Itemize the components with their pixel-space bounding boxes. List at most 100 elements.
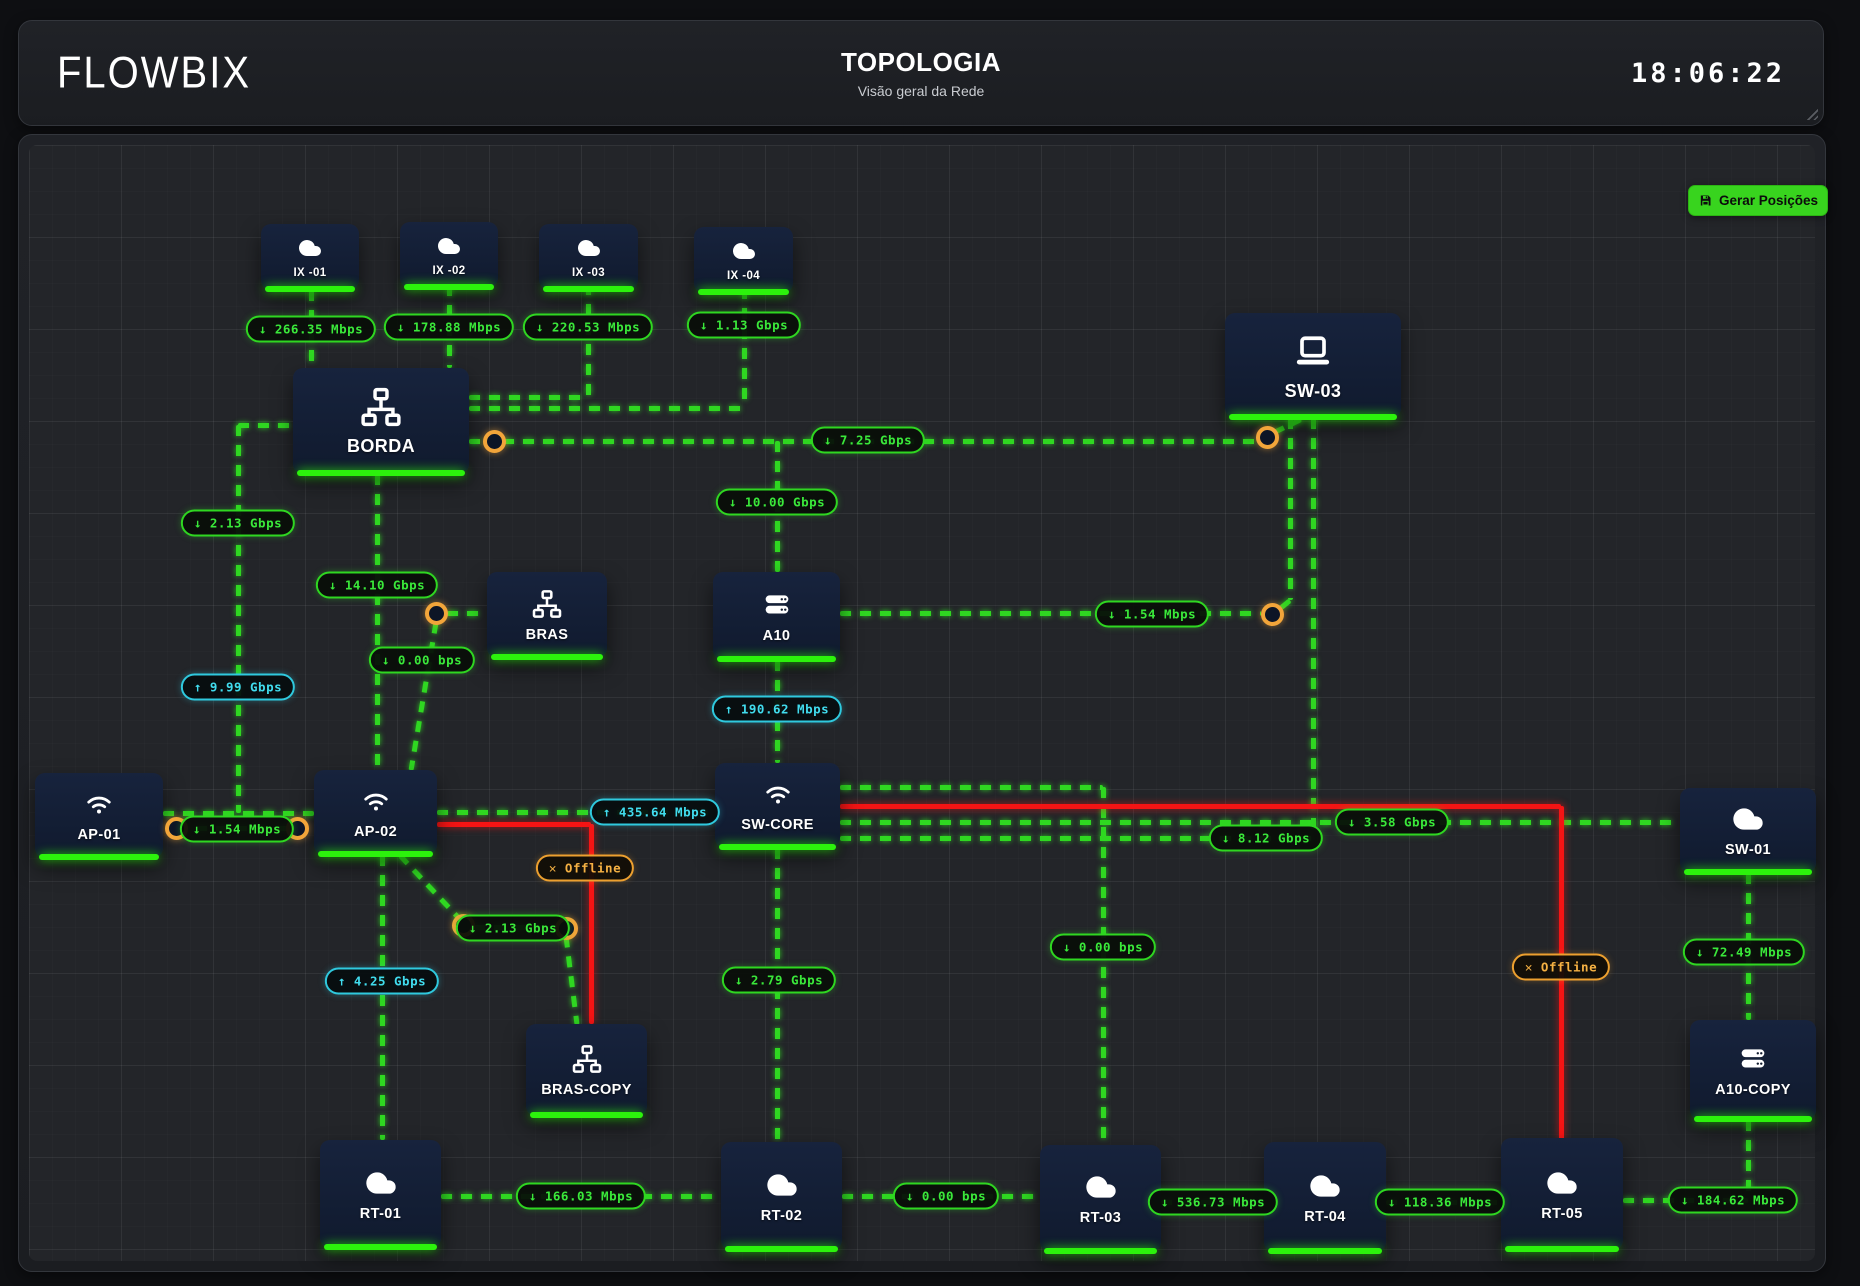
topology-canvas bbox=[18, 134, 1826, 1272]
generate-positions-button[interactable]: Gerar Posições bbox=[1688, 185, 1828, 216]
node-label: A10-COPY bbox=[1715, 1081, 1791, 1098]
node-label: IX -02 bbox=[432, 264, 466, 277]
node-label: AP-01 bbox=[77, 827, 121, 843]
link-line bbox=[235, 425, 241, 813]
node-rt-03[interactable]: RT-03 bbox=[1040, 1145, 1161, 1254]
node-label: BRAS bbox=[525, 626, 569, 643]
link-label-download: ↓ 3.58 Gbps bbox=[1334, 808, 1450, 836]
link-label-upload: ↑ 190.62 Mbps bbox=[711, 695, 843, 723]
connector-ring bbox=[1260, 602, 1284, 626]
laptop-icon bbox=[1291, 330, 1335, 374]
link-line bbox=[163, 810, 314, 816]
cloud-icon bbox=[1546, 1167, 1578, 1199]
save-icon bbox=[1698, 193, 1713, 208]
node-rt-01[interactable]: RT-01 bbox=[320, 1140, 441, 1250]
link-label-download: ↓ 0.00 bps bbox=[1049, 933, 1157, 961]
link-label-download: ↓ 2.13 Gbps bbox=[455, 914, 571, 942]
link-label-download: ↓ 1.13 Gbps bbox=[686, 311, 802, 339]
wifi-icon bbox=[360, 785, 392, 817]
node-label: BRAS-COPY bbox=[541, 1081, 632, 1098]
node-label: SW-CORE bbox=[741, 817, 814, 833]
connector-ring bbox=[424, 601, 448, 625]
sitemap-icon bbox=[359, 385, 403, 429]
link-line bbox=[1100, 787, 1106, 1145]
link-line-offline bbox=[437, 821, 591, 827]
node-sw-01[interactable]: SW-01 bbox=[1680, 788, 1816, 875]
link-line bbox=[469, 405, 744, 411]
node-label: RT-03 bbox=[1079, 1210, 1122, 1226]
node-sw-03[interactable]: SW-03 bbox=[1225, 313, 1401, 420]
node-rt-05[interactable]: RT-05 bbox=[1501, 1138, 1623, 1252]
link-label-download: ↓ 220.53 Mbps bbox=[522, 313, 654, 341]
link-line-offline bbox=[588, 824, 594, 1024]
link-line bbox=[238, 422, 293, 428]
link-line bbox=[1310, 418, 1316, 838]
cloud-icon bbox=[437, 234, 461, 258]
link-line bbox=[563, 935, 580, 1025]
cloud-icon bbox=[577, 236, 601, 260]
node-label: IX -04 bbox=[726, 269, 761, 282]
sitemap-icon bbox=[571, 1043, 603, 1075]
link-label-download: ↓ 1.54 Mbps bbox=[1094, 600, 1210, 628]
cloud-icon bbox=[365, 1167, 397, 1199]
node-label: SW-01 bbox=[1724, 842, 1772, 858]
link-line bbox=[469, 394, 588, 400]
app-logo: FLOWBIX bbox=[57, 47, 252, 98]
link-line bbox=[741, 288, 747, 408]
link-label-offline: ✕ Offline bbox=[535, 854, 635, 882]
link-line bbox=[408, 621, 439, 771]
node-ix-01[interactable]: IX -01 bbox=[261, 224, 359, 292]
link-line bbox=[437, 809, 715, 815]
link-label-offline: ✕ Offline bbox=[1511, 953, 1611, 981]
node-bras-copy[interactable]: BRAS-COPY bbox=[526, 1024, 647, 1118]
wifi-icon bbox=[762, 778, 794, 810]
link-label-download: ↓ 10.00 Gbps bbox=[715, 488, 839, 516]
link-label-download: ↓ 0.00 bps bbox=[892, 1182, 1000, 1210]
node-ix-04[interactable]: IX -04 bbox=[694, 227, 793, 295]
node-label: RT-02 bbox=[760, 1207, 803, 1224]
link-label-download: ↓ 536.73 Mbps bbox=[1147, 1188, 1279, 1216]
connector-ring bbox=[1255, 425, 1279, 449]
link-label-download: ↓ 266.35 Mbps bbox=[245, 315, 377, 343]
node-ix-02[interactable]: IX -02 bbox=[400, 222, 498, 290]
link-label-download: ↓ 7.25 Gbps bbox=[810, 426, 926, 454]
node-rt-02[interactable]: RT-02 bbox=[721, 1142, 842, 1252]
node-a10[interactable]: A10 bbox=[713, 572, 840, 662]
cloud-icon bbox=[1085, 1171, 1117, 1203]
node-ap-01[interactable]: AP-01 bbox=[35, 773, 163, 860]
clock: 18:06:22 bbox=[1630, 57, 1785, 89]
node-label: SW-03 bbox=[1284, 380, 1342, 401]
cloud-icon bbox=[1309, 1170, 1341, 1202]
node-ix-03[interactable]: IX -03 bbox=[539, 224, 638, 292]
node-label: IX -01 bbox=[293, 266, 327, 279]
link-line bbox=[1287, 418, 1293, 600]
link-label-upload: ↑ 9.99 Gbps bbox=[180, 673, 296, 701]
link-label-download: ↓ 14.10 Gbps bbox=[315, 571, 439, 599]
cloud-icon bbox=[732, 239, 756, 263]
header-bar: FLOWBIX TOPOLOGIA Visão geral da Rede 18… bbox=[18, 20, 1824, 126]
sitemap-icon bbox=[531, 588, 563, 620]
page-title: TOPOLOGIA bbox=[840, 47, 1002, 77]
cloud-icon bbox=[766, 1169, 798, 1201]
node-rt-04[interactable]: RT-04 bbox=[1264, 1142, 1386, 1254]
link-line-offline bbox=[840, 803, 1561, 809]
node-label: AP-02 bbox=[353, 824, 398, 840]
link-label-download: ↓ 178.88 Mbps bbox=[383, 313, 515, 341]
link-line bbox=[840, 784, 1103, 790]
cloud-icon bbox=[298, 236, 322, 260]
link-label-download: ↓ 72.49 Mbps bbox=[1682, 938, 1806, 966]
node-borda[interactable]: BORDA bbox=[293, 368, 469, 476]
link-line bbox=[840, 835, 1313, 841]
link-label-download: ↓ 118.36 Mbps bbox=[1374, 1188, 1506, 1216]
link-label-download: ↓ 2.13 Gbps bbox=[180, 509, 296, 537]
server-icon bbox=[1737, 1043, 1769, 1075]
node-ap-02[interactable]: AP-02 bbox=[314, 770, 437, 857]
node-bras[interactable]: BRAS bbox=[487, 572, 607, 660]
link-label-download: ↓ 8.12 Gbps bbox=[1208, 824, 1324, 852]
node-label: RT-04 bbox=[1304, 1208, 1346, 1225]
node-sw-core[interactable]: SW-CORE bbox=[715, 763, 840, 850]
node-a10-copy[interactable]: A10-COPY bbox=[1690, 1020, 1816, 1122]
connector-ring bbox=[482, 429, 506, 453]
link-line bbox=[447, 610, 487, 616]
